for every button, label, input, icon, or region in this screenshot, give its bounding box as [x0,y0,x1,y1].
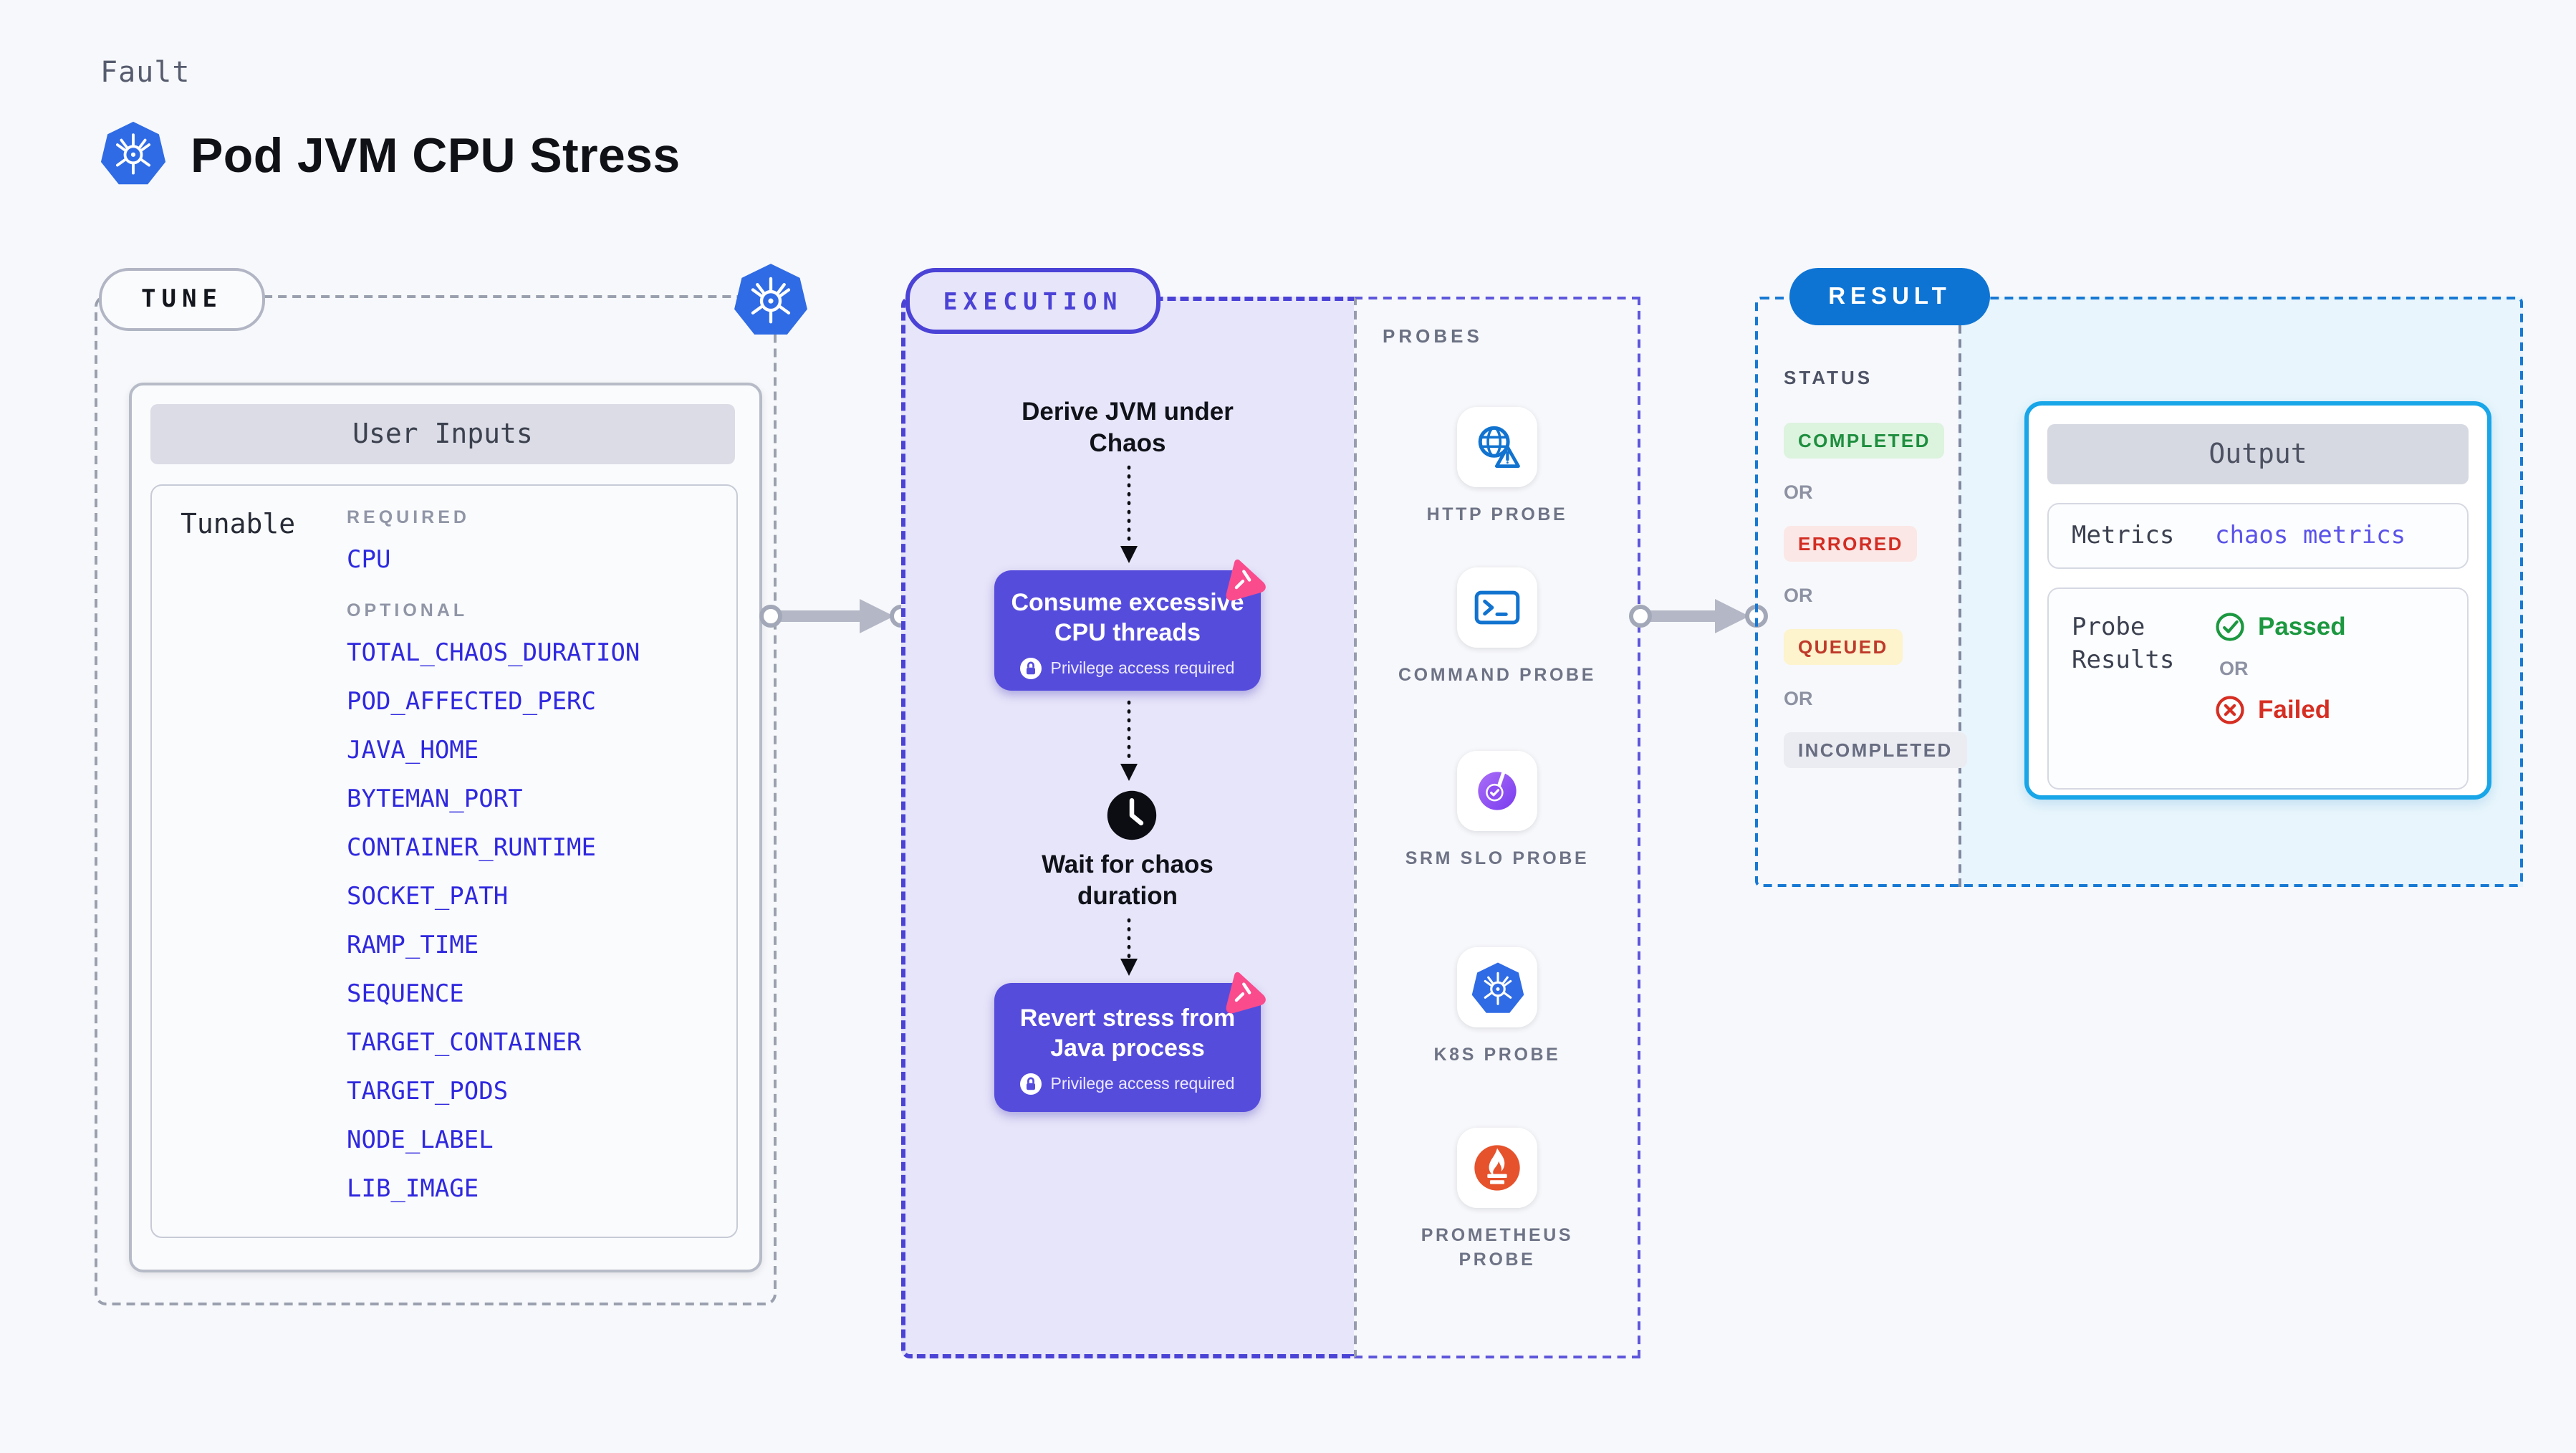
probe-name: PROMETHEUS PROBE [1421,1225,1574,1269]
wait-step-label: Wait for chaos duration [1042,850,1213,910]
derive-step-label: Derive JVM under Chaos [1022,397,1234,457]
tunable-item: BYTEMAN_PORT [347,785,523,814]
lock-icon [1020,1073,1042,1095]
x-circle-icon [2216,696,2244,724]
privilege-note: Privilege access required [1050,660,1235,677]
tunable-row-label: Tunable [181,509,296,540]
kubernetes-icon [99,120,168,193]
stress-step-label: Consume excessive CPU threads [1011,589,1244,646]
metrics-label: Metrics [2072,522,2175,550]
tunable-item: TARGET_CONTAINER [347,1029,582,1058]
title-row: Pod JVM CPU Stress [99,120,681,193]
privilege-note: Privilege access required [1050,1075,1235,1093]
result-pill: RESULT [1789,268,1990,325]
dotted-arrow-down-icon [1120,465,1138,563]
probe-results-row: Probe Results Passed OR Failed [2047,588,2469,790]
tune-section-box [95,295,777,1305]
output-card: Output Metrics chaos metrics Probe Resul… [2024,401,2491,800]
or-label: OR [1784,585,1813,606]
metrics-value: chaos metrics [2215,522,2406,550]
output-header: Output [2047,424,2469,484]
result-section-box [1755,297,2523,887]
status-column: STATUS COMPLETED OR ERRORED OR QUEUED OR… [1784,367,1967,768]
probe-results-label: Probe Results [2072,613,2175,675]
flow-arrow-right-icon [759,599,913,633]
execution-pill: EXECUTION [905,268,1160,334]
tunable-item: RAMP_TIME [347,931,479,960]
flow-arrow-right-icon [1629,599,1768,633]
tunable-item: LIB_IMAGE [347,1175,479,1204]
metrics-row: Metrics chaos metrics [2047,503,2469,569]
tunables-panel: Tunable REQUIRED CPU OPTIONAL TOTAL_CHAO… [150,484,738,1238]
probe-name: COMMAND PROBE [1398,665,1596,685]
dotted-arrow-down-icon [1120,700,1138,781]
stress-step-node: Consume excessive CPU threads Privilege … [994,570,1261,691]
or-label: OR [1784,481,1813,503]
clock-icon [1107,790,1157,840]
kubernetes-icon [734,262,808,344]
status-badge: QUEUED [1784,629,1903,665]
user-inputs-header: User Inputs [150,404,735,464]
chaos-pinwheel-icon [1226,559,1266,601]
status-badge: INCOMPLETED [1784,732,1967,768]
tunable-item: TARGET_PODS [347,1078,509,1106]
slo-gauge-icon [1457,751,1537,831]
revert-step-label: Revert stress from Java process [1019,1004,1236,1062]
probe-name: K8S PROBE [1433,1045,1561,1065]
revert-step-node: Revert stress from Java process Privileg… [994,983,1261,1112]
probe-item: PROMETHEUS PROBE [1383,1128,1612,1271]
status-badge: COMPLETED [1784,423,1945,459]
lock-icon [1020,658,1042,679]
tunable-item: JAVA_HOME [347,737,479,765]
prometheus-icon [1457,1128,1537,1208]
tunable-item: SEQUENCE [347,980,464,1009]
tunable-item: SOCKET_PATH [347,883,509,911]
tunable-item: CPU [347,546,391,575]
probe-item: HTTP PROBE [1383,407,1612,527]
probe-item: K8S PROBE [1383,947,1612,1067]
kubernetes-icon [1457,947,1537,1027]
result-divider [1959,297,1961,887]
passed-label: Passed [2258,612,2346,641]
or-label: OR [2219,658,2249,679]
terminal-icon [1457,567,1537,648]
optional-section-label: OPTIONAL [347,600,468,620]
probe-results-values: Passed OR Failed [2215,612,2346,788]
tunable-item: POD_AFFECTED_PERC [347,688,596,716]
status-badge: ERRORED [1784,526,1918,562]
probe-name: HTTP PROBE [1426,504,1568,524]
probe-name: SRM SLO PROBE [1405,848,1590,868]
tunable-item: TOTAL_CHAOS_DURATION [347,639,640,668]
probes-section-box [1354,297,1640,1358]
check-circle-icon [2216,613,2244,641]
probe-item: SRM SLO PROBE [1383,751,1612,871]
tunables-list: REQUIRED CPU OPTIONAL TOTAL_CHAOS_DURATI… [347,507,719,1205]
globe-alert-icon [1457,407,1537,487]
tunable-item: CONTAINER_RUNTIME [347,834,596,863]
fault-eyebrow: Fault [100,54,191,89]
or-label: OR [1784,688,1813,709]
dotted-arrow-down-icon [1120,918,1138,976]
probes-column-label: PROBES [1383,325,1483,347]
user-inputs-card: User Inputs Tunable REQUIRED CPU OPTIONA… [129,383,762,1272]
chaos-pinwheel-icon [1226,972,1266,1014]
failed-label: Failed [2258,695,2331,724]
probe-item: COMMAND PROBE [1383,567,1612,687]
tunable-item: NODE_LABEL [347,1126,494,1155]
page-title: Pod JVM CPU Stress [191,129,681,183]
required-section-label: REQUIRED [347,507,470,527]
status-label: STATUS [1784,367,1873,388]
tune-pill: TUNE [99,268,265,331]
